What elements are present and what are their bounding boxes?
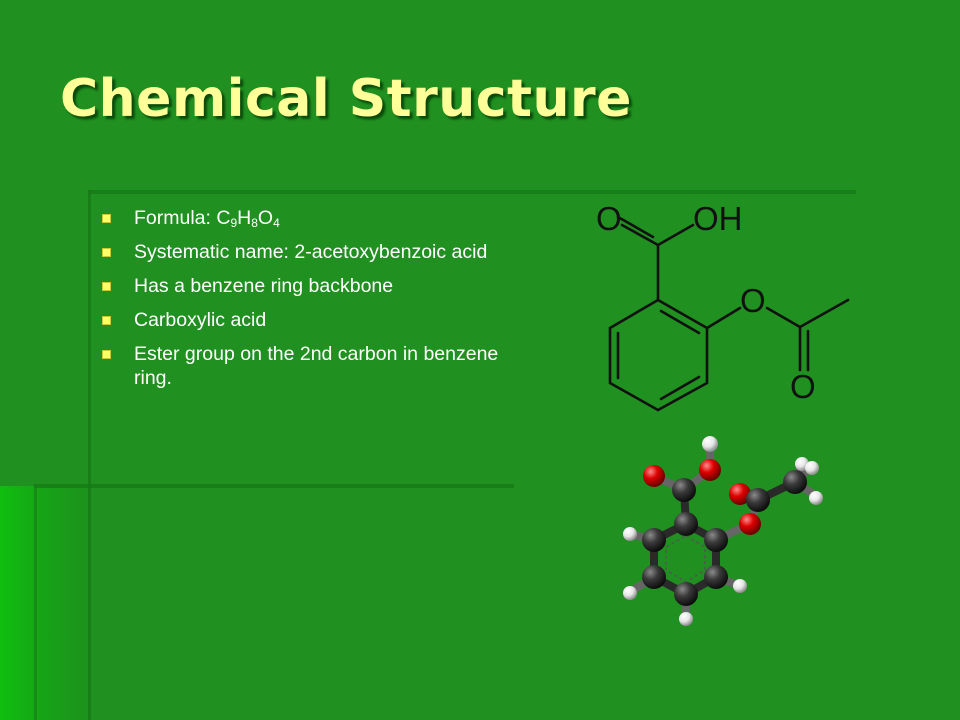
bullet-carboxylic: Carboxylic acid (100, 308, 510, 332)
bullet-text: Systematic name: 2-acetoxybenzoic acid (134, 241, 488, 263)
formula-subscript-c: 9 (230, 216, 238, 230)
label-oxygen-ester-carbonyl: O (790, 368, 816, 405)
bullet-text: Has a benzene ring backbone (134, 275, 394, 297)
decorative-panel-edge-lower-left (34, 484, 37, 720)
square-bullet-icon (102, 214, 111, 223)
decorative-panel-edge-left (88, 190, 91, 720)
formula-element-c: C (216, 207, 231, 229)
formula-subscript-o: 4 (273, 216, 280, 230)
formula-subscript-h: 8 (251, 216, 258, 230)
skeletal-formula-diagram: O OH O O (596, 200, 850, 412)
square-bullet-icon (102, 282, 111, 291)
bond-ester-o-to-c (765, 306, 802, 329)
square-bullet-icon (102, 350, 111, 359)
decorative-panel-edge-middle (34, 484, 514, 488)
bond-ring-to-ester-o (705, 306, 742, 330)
bond-carboxyl-o (620, 223, 660, 247)
bond-ester-methyl (798, 298, 850, 329)
bullet-text: Ester group on the 2nd carbon in benzene… (134, 343, 499, 389)
ring-double-bond (659, 309, 701, 335)
bullet-formula: Formula: C9H8O4 (100, 206, 510, 230)
bullet-systematic-name: Systematic name: 2-acetoxybenzoic acid (100, 240, 510, 264)
ring-double-bond (659, 375, 701, 401)
formula-prefix: Formula: (134, 207, 217, 229)
bullet-text: Carboxylic acid (134, 309, 267, 331)
bond-carboxyl-oh (656, 223, 695, 247)
bullet-list: Formula: C9H8O4 Systematic name: 2-aceto… (100, 206, 510, 400)
bullet-benzene: Has a benzene ring backbone (100, 274, 510, 298)
decorative-panel-edge-top (88, 190, 856, 194)
formula-element-o: O (257, 207, 274, 229)
benzene-ring (608, 298, 709, 412)
bond-carboxyl-o-double (616, 215, 655, 239)
formula-element-h: H (237, 207, 252, 229)
square-bullet-icon (102, 248, 111, 257)
label-hydroxyl: OH (693, 200, 743, 237)
ball-and-stick-model (623, 436, 823, 626)
square-bullet-icon (102, 316, 111, 325)
label-oxygen-carbonyl: O (596, 200, 622, 237)
decorative-panel-left (0, 486, 90, 720)
label-oxygen-ester: O (740, 282, 766, 319)
bullet-ester: Ester group on the 2nd carbon in benzene… (100, 342, 510, 390)
slide-title: Chemical Structure (60, 69, 632, 129)
